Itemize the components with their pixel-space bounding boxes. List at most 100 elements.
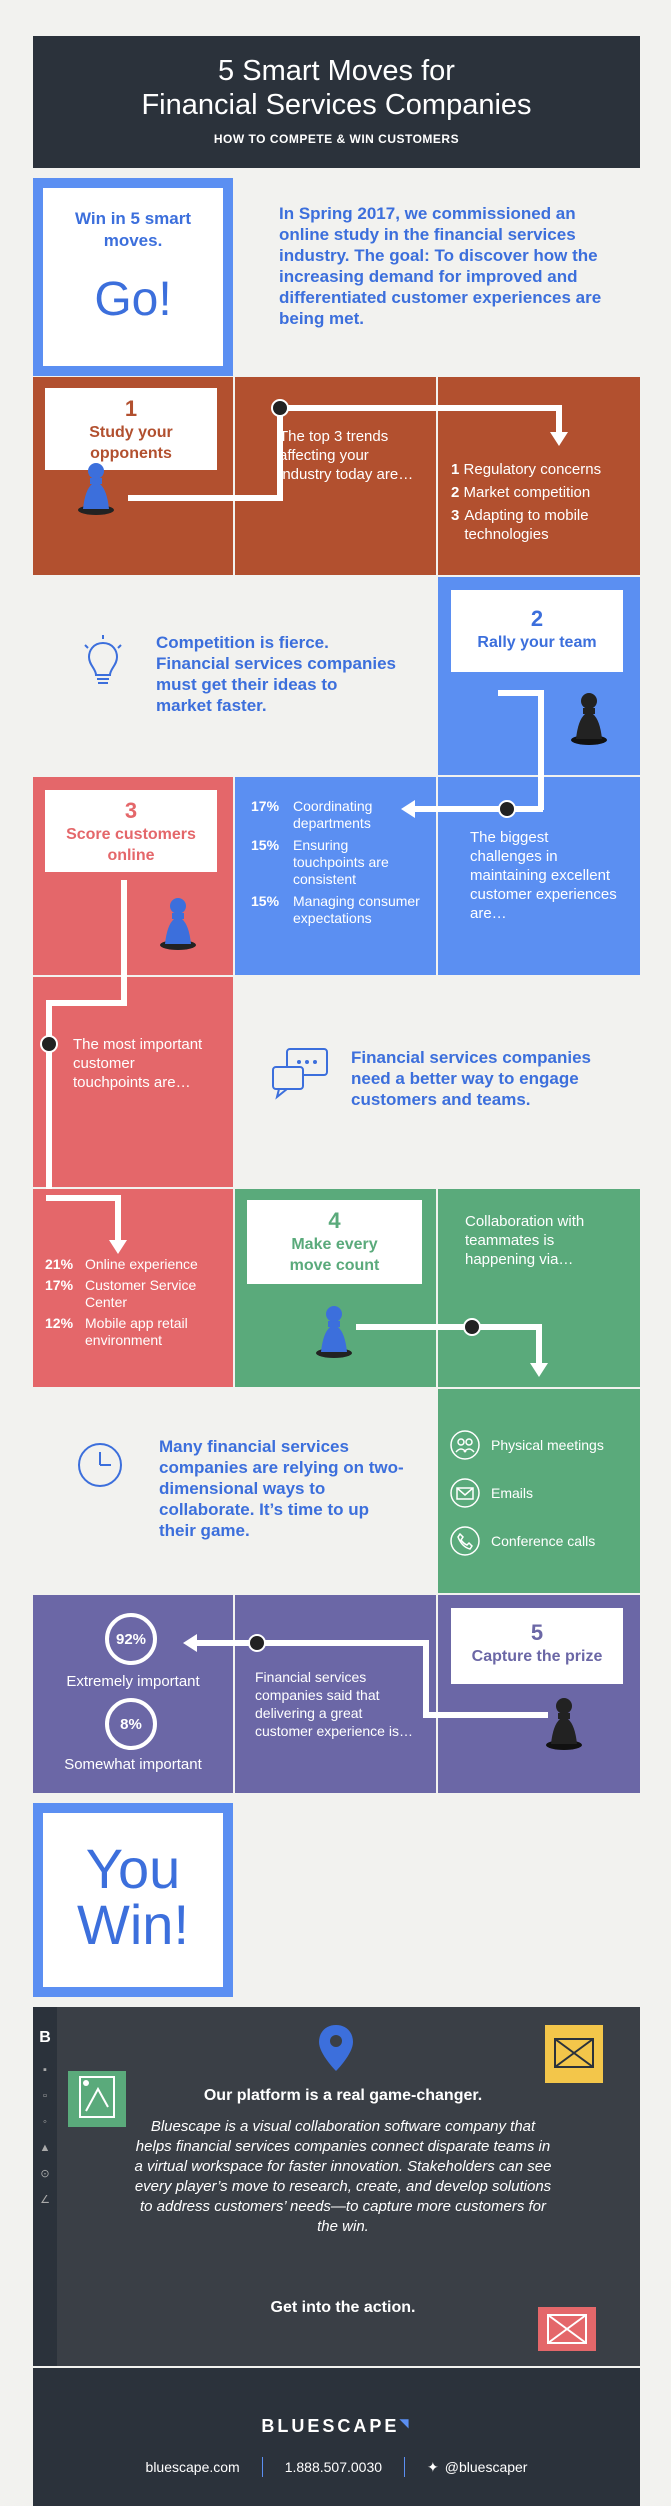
- list-item: 15%Ensuring touchpoints are consistent: [251, 837, 389, 887]
- twitter-icon: ✦: [427, 2458, 439, 2475]
- website-link[interactable]: bluescape.com: [145, 2459, 240, 2475]
- list-item: 17%Customer Service Center: [45, 1277, 197, 1310]
- pawn-icon: [316, 1306, 352, 1358]
- list-item: 21%Online experience: [45, 1256, 198, 1272]
- pawn-icon: [160, 898, 196, 950]
- move3-cell-b: [33, 977, 233, 1187]
- path-segment: [538, 690, 544, 810]
- footer-contacts: bluescape.com 1.888.507.0030 ✦ @bluescap…: [33, 2457, 640, 2477]
- move3-cell-c: [33, 1189, 233, 1387]
- email-icon: [450, 1478, 480, 1508]
- path-segment: [46, 1000, 52, 1200]
- image-card-icon: [545, 2025, 603, 2083]
- platform-heading: Our platform is a real game-changer.: [203, 2087, 483, 2104]
- path-segment: [498, 690, 544, 696]
- location-pin-icon: [319, 2025, 353, 2071]
- intro-card-frame: Win in 5 smart moves. Go!: [33, 178, 233, 376]
- phone-icon: [450, 1526, 480, 1556]
- move3-title: Score customers online: [66, 826, 196, 864]
- intro-text: In Spring 2017, we commissioned an onlin…: [279, 204, 602, 328]
- brand-name: BLUESCAPE: [261, 2416, 400, 2436]
- path-segment: [423, 1640, 429, 1718]
- list-item: 15%Managing consumer expectations: [251, 893, 420, 926]
- brand-logo: BLUESCAPE◥: [33, 2416, 640, 2437]
- twitter-handle[interactable]: @bluescaper: [444, 2459, 528, 2475]
- move1-title: Study your opponents: [89, 424, 173, 462]
- stat-label: Somewhat important: [64, 1756, 202, 1773]
- list-item: Physical meetings: [449, 1425, 639, 1465]
- image-card-icon: [538, 2307, 596, 2351]
- move4-number: 4: [328, 1208, 341, 1233]
- toolbar-icons: ▪▫◦▲⊙∠: [39, 2064, 51, 2206]
- move5-text: Financial services companies said that d…: [255, 1669, 413, 1739]
- list-item: Emails: [449, 1473, 639, 1513]
- path-segment: [536, 1324, 542, 1368]
- stat-label: Extremely important: [66, 1673, 200, 1690]
- arrow-down-icon: [109, 1240, 127, 1254]
- move4-card: 4 Make every move count: [247, 1200, 422, 1284]
- win-text-line-1: You: [85, 1837, 181, 1900]
- lightbulb-icon: [84, 635, 122, 684]
- path-segment: [277, 405, 562, 411]
- list-item: Conference calls: [449, 1521, 639, 1561]
- move3-number: 3: [124, 798, 138, 823]
- move1-text: The top 3 trends affecting your industry…: [279, 428, 414, 483]
- move3-card: 3 Score customers online: [45, 790, 217, 872]
- move2-list: 17%Coordinating departments 15%Ensuring …: [251, 798, 421, 927]
- path-dot: [248, 1634, 266, 1652]
- path-segment: [128, 495, 283, 501]
- phone-number[interactable]: 1.888.507.0030: [284, 2459, 383, 2475]
- sticky-note-icon: [68, 2071, 126, 2127]
- arrow-left-icon: [401, 800, 415, 818]
- footer: BLUESCAPE◥ bluescape.com 1.888.507.0030 …: [33, 2368, 640, 2506]
- title-line-1: 5 Smart Moves for: [218, 55, 455, 87]
- move4-list: Physical meetings Emails Conference call…: [449, 1425, 639, 1561]
- bluescape-logo-icon: B: [39, 2029, 51, 2046]
- list-item: 17%Coordinating departments: [251, 798, 373, 831]
- path-dot: [271, 399, 289, 417]
- path-dot: [40, 1035, 58, 1053]
- list-item: 2 Market competition: [451, 484, 591, 501]
- move4-text: Collaboration with teammates is happenin…: [465, 1213, 585, 1268]
- move3-list: 21%Online experience 17%Customer Service…: [45, 1256, 230, 1349]
- arrow-down-icon: [550, 432, 568, 446]
- page-title: 5 Smart Moves for Financial Services Com…: [33, 36, 640, 122]
- logo-mark-icon: ◥: [399, 2416, 412, 2430]
- platform-cta[interactable]: Get into the action.: [270, 2299, 416, 2316]
- divider: [404, 2457, 406, 2477]
- pawn-icon: [571, 693, 607, 745]
- move2-side-text: Competition is fierce. Financial service…: [156, 633, 397, 715]
- platform-panel: B ▪▫◦▲⊙∠ Our platform is a real game-cha…: [33, 2007, 640, 2366]
- move5-number: 5: [530, 1620, 544, 1645]
- page-subtitle: HOW TO COMPETE & WIN CUSTOMERS: [213, 132, 460, 146]
- path-segment: [121, 880, 127, 1005]
- title-line-2: Financial Services Companies: [141, 89, 532, 121]
- infographic: 5 Smart Moves for Financial Services Com…: [33, 0, 640, 2506]
- move2-title: Rally your team: [477, 634, 597, 651]
- win-card: You Win!: [43, 1813, 223, 1987]
- arrow-left-icon: [183, 1634, 197, 1652]
- list-item: 12%Mobile app retail environment: [45, 1315, 188, 1348]
- header-banner: 5 Smart Moves for Financial Services Com…: [33, 36, 640, 168]
- move2-text: The biggest challenges in maintaining ex…: [470, 829, 617, 922]
- move4-title: Make every move count: [289, 1236, 380, 1274]
- clock-icon: [78, 1443, 122, 1487]
- intro-card-text: Win in 5 smart moves.: [74, 209, 192, 250]
- item-label: Conference calls: [491, 1532, 596, 1549]
- path-segment: [277, 405, 283, 501]
- arrow-down-icon: [530, 1363, 548, 1377]
- path-dot: [498, 800, 516, 818]
- path-segment: [46, 1195, 121, 1201]
- move2-number: 2: [530, 606, 544, 631]
- go-text: Go!: [94, 273, 172, 326]
- people-icon: [450, 1430, 480, 1460]
- path-segment: [423, 1712, 548, 1718]
- intro-card: Win in 5 smart moves. Go!: [43, 188, 223, 366]
- path-segment: [556, 405, 562, 435]
- move4-cell-c: [438, 1389, 640, 1593]
- win-card-frame: You Win!: [33, 1803, 233, 1997]
- path-segment: [356, 1324, 536, 1330]
- pawn-icon: [546, 1698, 582, 1750]
- path-dot: [463, 1318, 481, 1336]
